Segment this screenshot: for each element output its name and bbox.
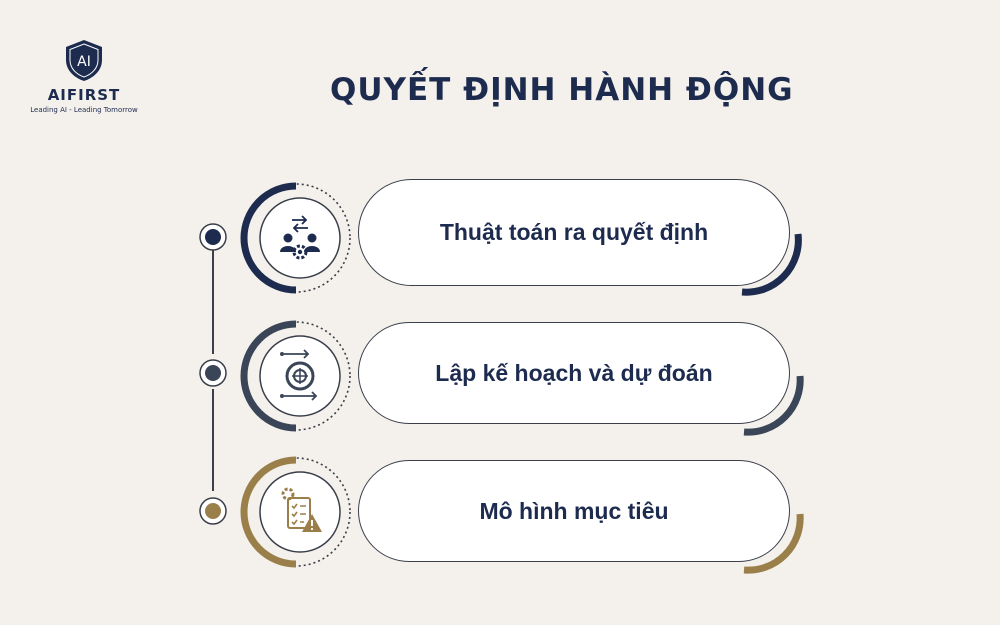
goal-model-icon — [281, 487, 322, 532]
bullet-marker — [199, 497, 227, 525]
item-pill: Lập kế hoạch và dự đoán — [358, 322, 790, 424]
item-label: Lập kế hoạch và dự đoán — [435, 359, 713, 386]
item-label: Mô hình mục tiêu — [479, 497, 669, 524]
logo-mark: AI — [77, 54, 91, 70]
item-icon-disc — [240, 182, 351, 294]
pill-accent — [743, 513, 804, 574]
pill-accent — [743, 375, 804, 436]
pill-accent — [741, 233, 802, 296]
connector-line — [212, 250, 214, 354]
item-pill: Mô hình mục tiêu — [358, 460, 790, 562]
planning-prediction-icon — [280, 349, 318, 401]
item-icon-disc — [240, 456, 351, 568]
page-title: QUYẾT ĐỊNH HÀNH ĐỘNG — [330, 72, 794, 108]
logo-name: AIFIRST — [47, 86, 121, 104]
item-label: Thuật toán ra quyết định — [439, 219, 709, 245]
connector-line — [212, 389, 214, 491]
item-icon-disc — [240, 320, 351, 432]
decision-algorithm-icon — [280, 215, 320, 260]
bullet-marker — [199, 223, 227, 251]
logo: AI AIFIRST Leading AI - Leading Tomorrow — [24, 38, 144, 114]
item-pill: Thuật toán ra quyết định — [358, 179, 790, 286]
logo-tagline: Leading AI - Leading Tomorrow — [30, 106, 138, 114]
bullet-marker — [199, 359, 227, 387]
logo-shield-icon: AI — [66, 40, 102, 81]
